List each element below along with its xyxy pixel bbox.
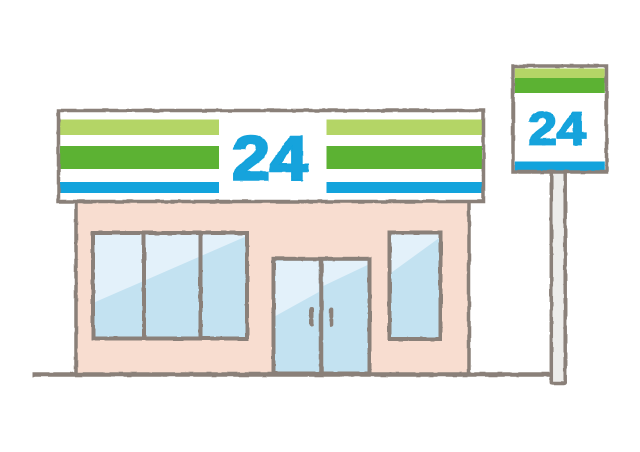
svg-text:24: 24 xyxy=(528,103,586,155)
svg-text:24: 24 xyxy=(232,125,309,194)
